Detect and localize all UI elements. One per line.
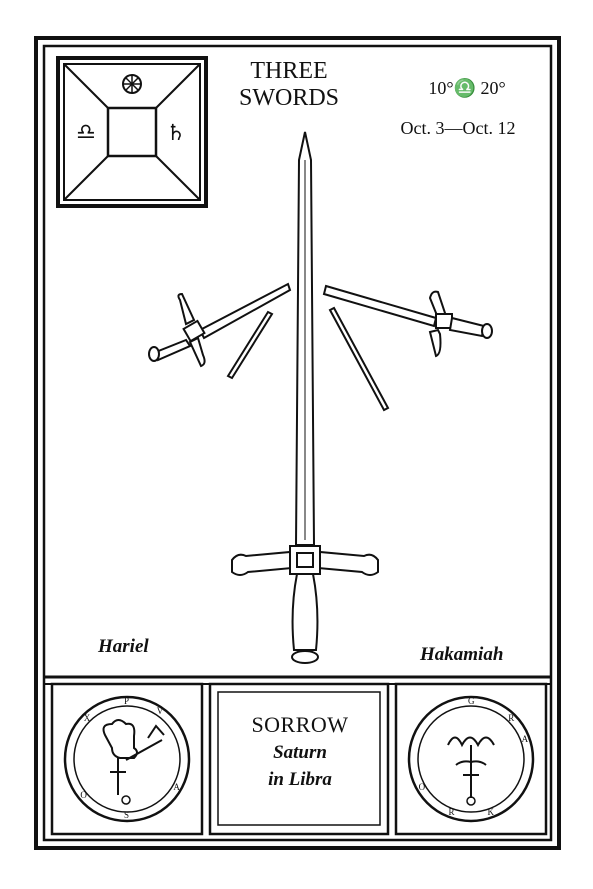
saturn-icon: ♄ [166,121,186,146]
meaning-title: SORROW [251,712,349,737]
central-sword [231,131,379,664]
sigil-letter-left: S [124,810,130,820]
meaning-sign: in Libra [268,769,332,790]
right-sigil-panel [394,682,548,836]
meaning-planet: Saturn [273,742,327,763]
left-sigil-panel [50,682,204,836]
angel-name-right: Hakamiah [420,644,504,665]
sigil-letter-right: A [521,733,529,744]
libra-icon: ♎ [76,120,96,145]
sigil-letter-left: A [173,781,180,792]
sigil-letter-right: O [418,781,426,792]
inner-frame [42,44,553,842]
corner-symbol-box: ♎ ♄ [56,56,208,208]
outer-frame [34,36,561,850]
sigil-letter-left: X [83,712,91,723]
sun-wheel-icon [122,74,142,94]
sigil-letter-left: O [80,789,87,800]
sigil-letter-right: G [468,696,475,706]
card-title-line2: SWORDS [238,85,340,111]
left-sword [148,282,292,380]
right-sword [322,284,493,412]
sigil-letter-left: P [124,696,130,706]
degrees-label: 10°♎ 20° [428,78,506,98]
dates-label: Oct. 3—Oct. 12 [400,118,516,138]
center-meaning-panel [208,682,390,836]
angel-name-left: Hariel [98,636,149,657]
sigil-letter-right: R [508,712,515,723]
sigil-letter-left: V [156,706,164,717]
sigil-letter-right: R [448,806,455,817]
card-title-line1: THREE [250,58,328,84]
card-title: THREE SWORDS [218,58,360,112]
sigil-letter-right: K [487,806,494,817]
